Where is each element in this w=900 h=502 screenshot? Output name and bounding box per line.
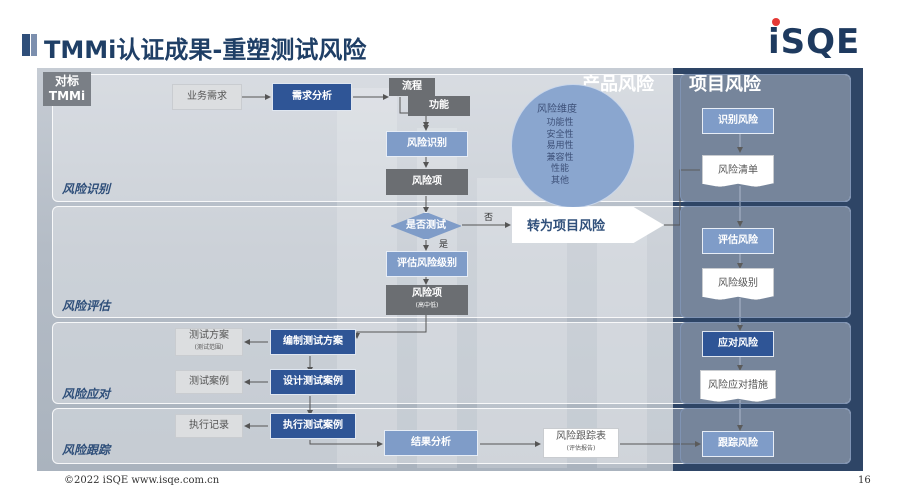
band-label-evaluate: 风险评估 [62,299,111,313]
dimension-item: 安全性 [546,129,574,140]
test-plan-title: 测试方案 [189,330,229,341]
project-risk-heading: 项目风险 [689,74,761,95]
risk-track-table-sub: (评估报告) [566,445,596,452]
risk-dimensions-circle [511,84,635,208]
box-test-case: 测试案例 [175,370,243,394]
box-risk-item-level: 风险项 (高中低) [386,285,468,315]
page-title: TMMi认证成果-重塑测试风险 [44,36,367,64]
band-label-identify: 风险识别 [62,182,111,196]
footer-copyright: ©2022 iSQE www.isqe.com.cn [64,475,220,486]
project-band-evaluate [680,206,851,318]
band-label-track: 风险跟踪 [62,443,111,457]
band-label-respond: 风险应对 [62,387,111,401]
doc-risk-level: 风险级别 [702,268,774,300]
background-building [597,218,647,468]
risk-track-table-title: 风险跟踪表 [556,431,606,442]
box-result-analysis: 结果分析 [384,430,478,456]
doc-risk-list: 风险清单 [702,155,774,187]
box-risk-track-table: 风险跟踪表 (评估报告) [543,428,619,458]
box-identify-risk: 识别风险 [702,108,774,134]
title-accent-bar [22,34,30,56]
box-process: 流程 [389,78,435,96]
box-test-plan: 测试方案 (测试范围) [175,328,243,356]
test-plan-sub: (测试范围) [194,344,224,351]
dimension-item: 易用性 [546,141,574,151]
box-function: 功能 [408,96,470,116]
box-respond-risk: 应对风险 [702,331,774,357]
box-evaluate-risk: 评估风险 [702,228,774,254]
doc-risk-measures: 风险应对措施 [700,370,776,402]
box-risk-item: 风险项 [386,169,468,195]
box-evaluate-risk-level: 评估风险级别 [386,251,468,277]
transfer-arrow [512,207,664,243]
risk-dimensions-list: 功能性 安全性 易用性 兼容性 性能 其他 [540,118,580,187]
box-business-requirement: 业务需求 [172,84,242,110]
footer-page-number: 16 [858,475,871,486]
dimension-item: 其他 [550,175,569,186]
dimension-item: 性能 [550,164,569,174]
title-accent-bar-light [31,34,37,56]
decision-yes-label: 是 [439,240,449,250]
dimension-item: 功能性 [546,118,574,128]
tag-line1: 对标 [54,74,79,88]
risk-dimensions-title: 风险维度 [537,104,577,115]
logo-red-dot [772,18,780,26]
transfer-to-project-risk-label: 转为项目风险 [527,219,606,234]
tmmi-tag: 对标 TMMi [43,72,91,106]
box-track-risk: 跟踪风险 [702,431,774,457]
box-exec-record: 执行记录 [175,414,243,438]
risk-item-level-title: 风险项 [412,288,442,299]
decision-no-label: 否 [484,213,494,223]
risk-item-level-sub: (高中低) [415,302,439,309]
dimension-item: 兼容性 [546,152,574,163]
isqe-logo: iSQE [768,22,861,62]
tag-line2: TMMi [48,89,86,103]
box-write-test-plan: 编制测试方案 [270,329,356,355]
box-requirement-analysis: 需求分析 [272,83,352,111]
box-design-test-case: 设计测试案例 [270,369,356,395]
box-risk-identify: 风险识别 [386,131,468,157]
box-exec-test-case: 执行测试案例 [270,413,356,439]
decision-is-test-label: 是否测试 [406,220,446,231]
